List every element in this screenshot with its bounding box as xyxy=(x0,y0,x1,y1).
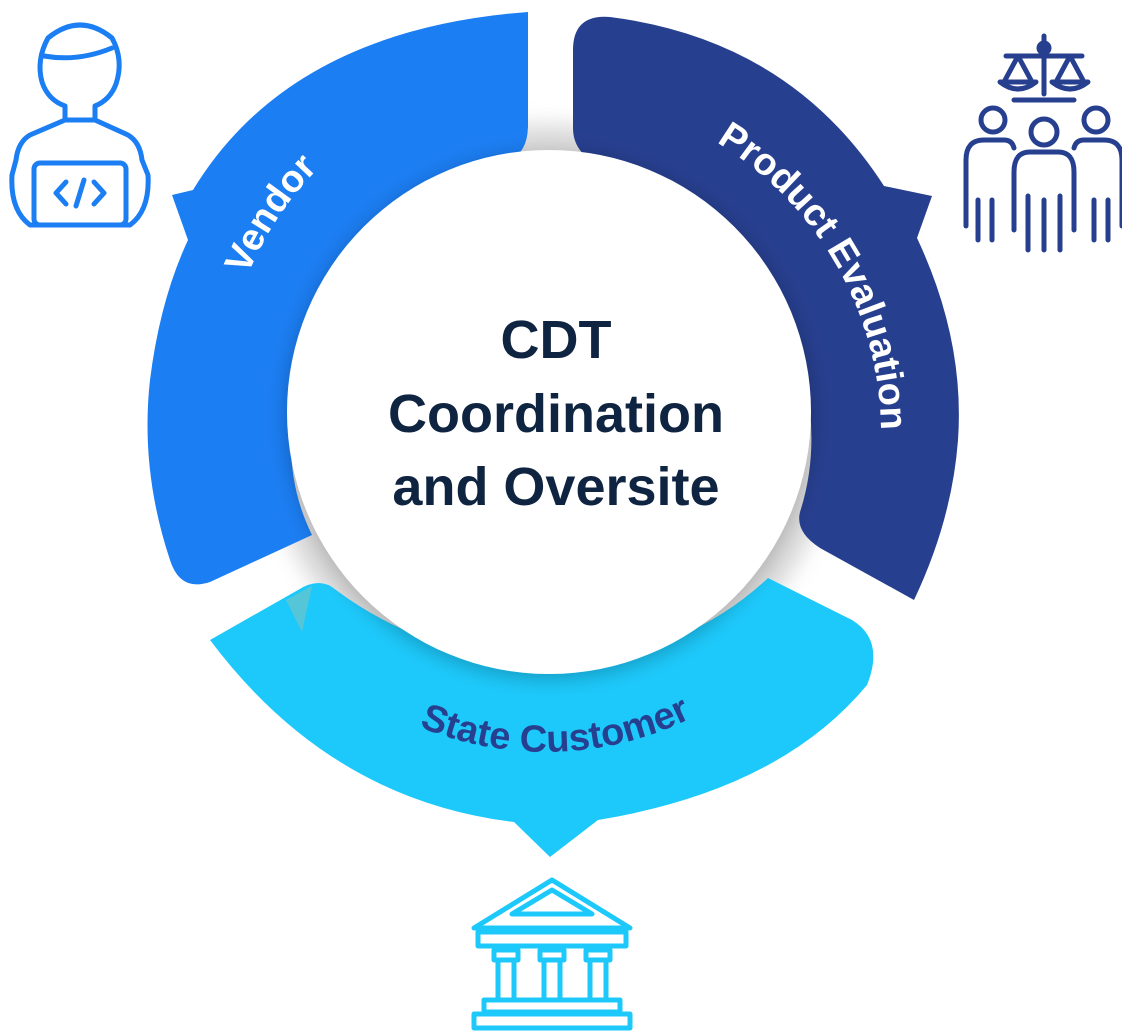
center-circle xyxy=(287,150,811,674)
center-title-line-1: CDT xyxy=(501,310,612,370)
segment-vendor-shape xyxy=(147,12,528,585)
segment-state-customer: State Customer xyxy=(210,578,874,857)
people-with-scales-icon xyxy=(963,33,1122,253)
government-building-icon xyxy=(471,877,633,1031)
center-title-line-3: and Oversite xyxy=(392,457,719,517)
segment-state-customer-fold xyxy=(286,586,312,632)
center-title-line-2: Coordination xyxy=(388,384,724,444)
segment-vendor: Vendor xyxy=(147,12,528,585)
developer-person-icon xyxy=(9,22,151,228)
segment-state-customer-shape xyxy=(210,578,874,857)
segment-product-evaluation-shape xyxy=(573,16,959,601)
